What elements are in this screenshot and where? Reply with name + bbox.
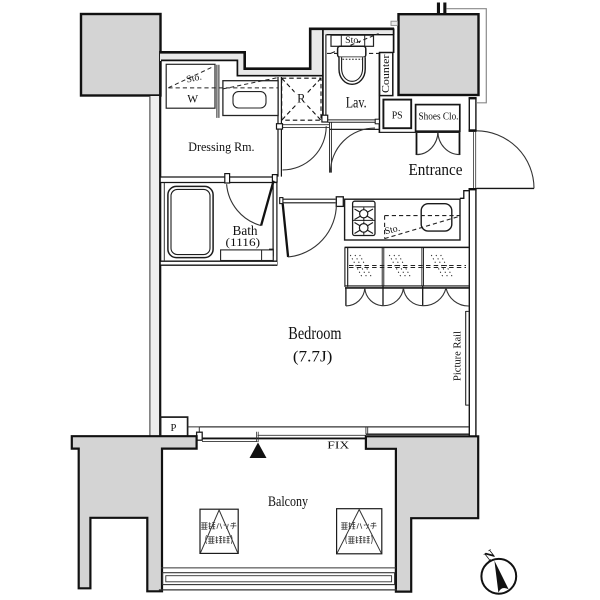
svg-text:Dressing Rm.: Dressing Rm. — [188, 140, 254, 154]
svg-text:Bath: Bath — [233, 223, 258, 238]
svg-text:Shoes Clo.: Shoes Clo. — [419, 112, 459, 123]
svg-text:W: W — [187, 93, 198, 105]
svg-text:(7.7J): (7.7J) — [293, 349, 333, 366]
svg-text:(1116): (1116) — [226, 235, 261, 249]
svg-text:Lav.: Lav. — [346, 94, 367, 111]
svg-text:R: R — [297, 92, 306, 106]
svg-text:FIX: FIX — [327, 441, 350, 452]
svg-text:PS: PS — [392, 110, 403, 121]
svg-text:Bedroom: Bedroom — [288, 323, 341, 343]
svg-text:Entrance: Entrance — [409, 160, 463, 179]
svg-text:Sto.: Sto. — [384, 223, 402, 237]
svg-text:Sto.: Sto. — [185, 72, 202, 86]
svg-text:Sto.: Sto. — [345, 36, 361, 46]
svg-text:P: P — [171, 423, 177, 434]
svg-text:Picture Rail: Picture Rail — [452, 331, 463, 381]
svg-text:Counter: Counter — [380, 54, 392, 93]
svg-text:Balcony: Balcony — [268, 494, 309, 510]
